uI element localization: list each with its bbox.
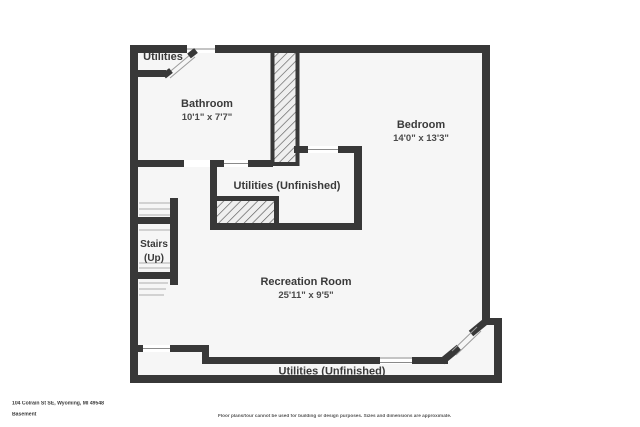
recreation-room-dimensions: 25'11" x 9'5"	[278, 290, 333, 301]
bathroom-dimensions: 10'1" x 7'7"	[182, 112, 233, 123]
windows	[143, 45, 338, 352]
mechanical-hatch-box	[212, 196, 279, 230]
utilities-mid-label: Utilities (Unfinished)	[234, 180, 341, 192]
walls	[130, 45, 502, 383]
doors	[162, 48, 491, 365]
bedroom-label: Bedroom	[397, 119, 446, 131]
bathroom-label: Bathroom	[181, 98, 233, 110]
floor-area	[134, 49, 498, 379]
chimney-hatch	[270, 49, 300, 166]
footer-floor-name: Basement	[12, 412, 37, 418]
stairs-label-line1: Stairs	[140, 239, 168, 250]
footer-disclaimer: Floor plans/tour cannot be used for buil…	[218, 414, 452, 419]
footer-address: 104 Colrain St SE, Wyoming, MI 49548	[12, 401, 105, 407]
bedroom-dimensions: 14'0" x 13'3"	[393, 133, 449, 144]
utilities-bottom-label: Utilities (Unfinished)	[279, 366, 386, 378]
stairs-label-line2: (Up)	[144, 253, 164, 264]
utilities-closet-label: Utilities	[143, 51, 183, 63]
stair-treads	[139, 202, 170, 296]
room-labels: Utilities Bathroom 10'1" x 7'7" Bedroom …	[140, 51, 449, 378]
recreation-room-label: Recreation Room	[260, 276, 351, 288]
